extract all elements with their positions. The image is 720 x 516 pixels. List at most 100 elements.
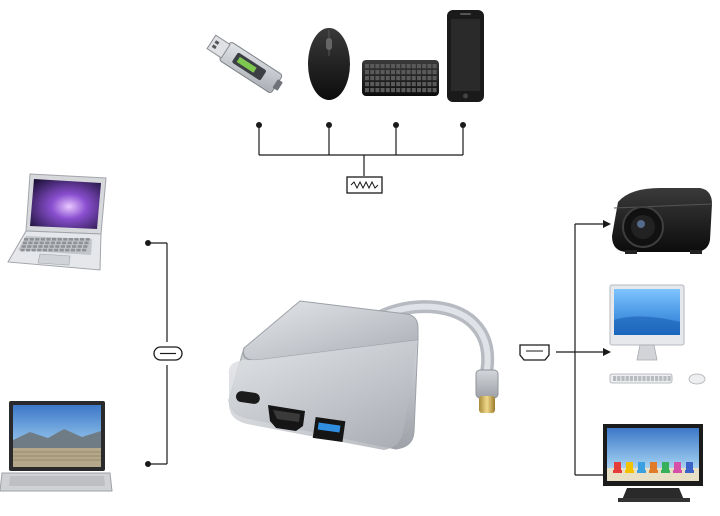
left-connector-dots — [145, 240, 151, 467]
key-cap — [365, 88, 369, 93]
key-cap — [46, 238, 51, 241]
key-cap — [85, 238, 90, 241]
key-cap — [406, 76, 411, 81]
key-cap — [391, 88, 395, 93]
key-cap — [42, 248, 47, 252]
key-cap — [401, 82, 406, 87]
key-cap — [83, 245, 88, 248]
key-cap — [60, 245, 65, 248]
key-cap — [613, 376, 617, 381]
mouse-icon — [308, 28, 350, 100]
key-cap — [380, 88, 385, 93]
key-cap — [427, 64, 432, 69]
key-cap — [76, 248, 81, 252]
key-cap — [427, 70, 432, 75]
key-cap — [646, 376, 650, 381]
key-cap — [396, 82, 401, 87]
key-cap — [422, 76, 427, 81]
key-cap — [385, 82, 390, 87]
key-cap — [385, 76, 390, 81]
key-cap — [422, 64, 427, 69]
key-cap — [65, 248, 70, 252]
key-cap — [417, 64, 421, 69]
key-cap — [39, 241, 44, 245]
key-cap — [375, 88, 380, 93]
key-cap — [370, 76, 375, 81]
key-cap — [422, 70, 427, 75]
usb-c-symbol — [153, 346, 183, 361]
key-cap — [391, 76, 395, 81]
key-cap — [396, 64, 401, 69]
key-cap — [370, 64, 375, 69]
key-cap — [370, 88, 375, 93]
key-cap — [62, 241, 67, 245]
key-cap — [411, 64, 416, 69]
key-cap — [432, 70, 437, 75]
usb-c-cable-head — [475, 369, 499, 399]
key-cap — [629, 376, 633, 381]
beach-chair — [625, 462, 634, 473]
key-cap — [432, 64, 437, 69]
key-cap — [380, 82, 385, 87]
key-cap — [411, 70, 416, 75]
key-cap — [29, 238, 34, 241]
key-cap — [56, 241, 61, 245]
key-cap — [27, 245, 32, 248]
key-cap — [68, 238, 73, 241]
key-cap — [63, 238, 68, 241]
key-cap — [80, 238, 85, 241]
key-cap — [432, 76, 437, 81]
key-cap — [427, 82, 432, 87]
key-cap — [380, 64, 385, 69]
key-cap — [72, 245, 77, 248]
key-cap — [35, 238, 40, 241]
key-cap — [655, 376, 659, 381]
usb-a-port — [312, 417, 346, 442]
beach-chair — [661, 462, 670, 473]
key-cap — [617, 376, 621, 381]
key-cap — [385, 88, 390, 93]
key-cap — [406, 82, 411, 87]
key-cap — [45, 241, 50, 245]
usb-c-port — [235, 391, 260, 404]
key-cap — [365, 70, 369, 75]
beach-chair — [637, 462, 646, 473]
key-cap — [375, 70, 380, 75]
beach-chair — [649, 462, 658, 473]
key-cap — [55, 245, 60, 248]
key-cap — [74, 238, 79, 241]
key-cap — [642, 376, 646, 381]
key-cap — [385, 70, 390, 75]
key-cap — [396, 88, 401, 93]
key-cap — [73, 241, 78, 245]
hdmi-port — [268, 405, 305, 431]
key-cap — [401, 64, 406, 69]
key-cap — [375, 76, 380, 81]
key-cap — [380, 70, 385, 75]
key-cap — [40, 238, 45, 241]
key-cap — [432, 82, 437, 87]
key-cap — [432, 88, 437, 93]
desktop-monitor-icon — [609, 284, 706, 385]
key-cap — [411, 82, 416, 87]
key-cap — [44, 245, 49, 248]
right-connector-lines — [556, 223, 606, 476]
key-cap — [50, 241, 55, 245]
key-cap — [49, 245, 54, 248]
key-cap — [401, 88, 406, 93]
key-cap — [365, 64, 369, 69]
key-cap — [48, 248, 53, 252]
key-cap — [417, 88, 421, 93]
top-connector-tree — [258, 125, 464, 176]
key-cap — [365, 82, 369, 87]
key-cap — [396, 76, 401, 81]
usb-c-plug — [479, 396, 495, 413]
key-cap — [422, 88, 427, 93]
key-cap — [411, 76, 416, 81]
key-cap — [406, 88, 411, 93]
key-cap — [32, 245, 37, 248]
key-cap — [427, 88, 432, 93]
key-cap — [385, 64, 390, 69]
key-cap — [38, 245, 43, 248]
key-cap — [84, 241, 89, 245]
